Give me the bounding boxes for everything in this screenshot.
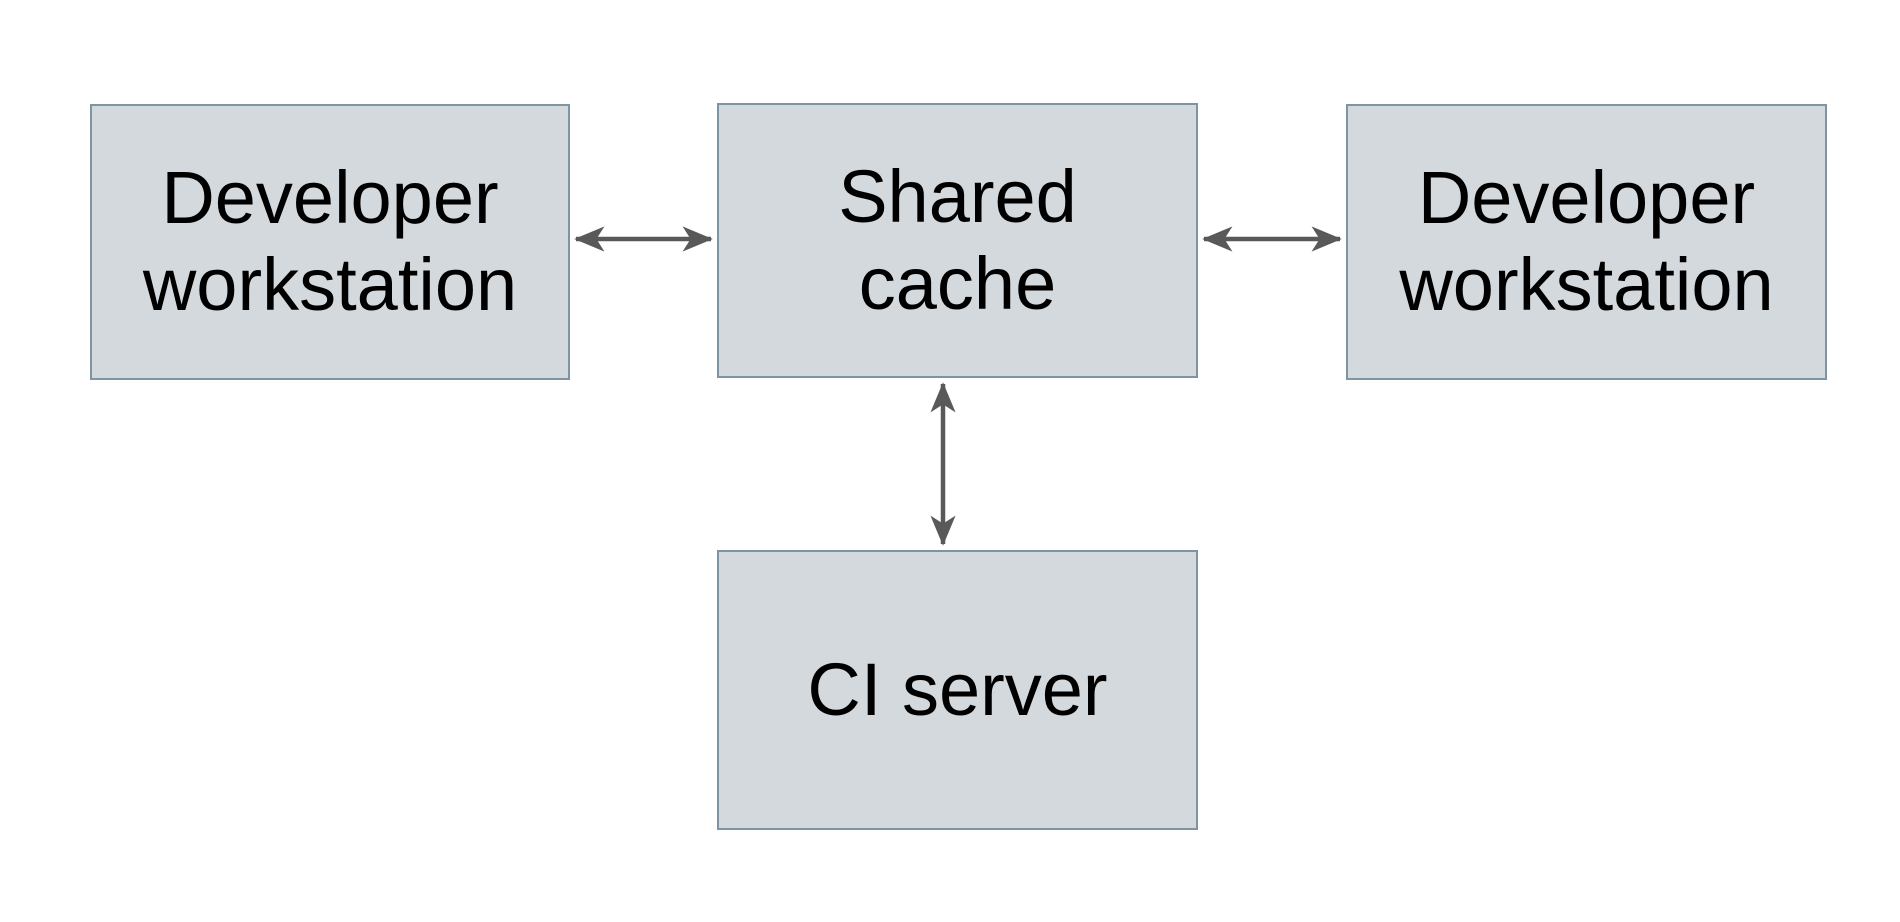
node-label-ci-server: CI server	[807, 647, 1108, 731]
node-developer-workstation-right: Developer workstation	[1346, 104, 1827, 380]
node-label-shared-cache: Shared cache	[838, 154, 1077, 325]
node-label-developer-workstation-left: Developer workstation	[142, 156, 518, 326]
node-ci-server: CI server	[717, 550, 1198, 830]
node-label-developer-workstation-right: Developer workstation	[1399, 156, 1774, 326]
node-developer-workstation-left: Developer workstation	[90, 104, 570, 380]
node-shared-cache: Shared cache	[717, 103, 1198, 378]
